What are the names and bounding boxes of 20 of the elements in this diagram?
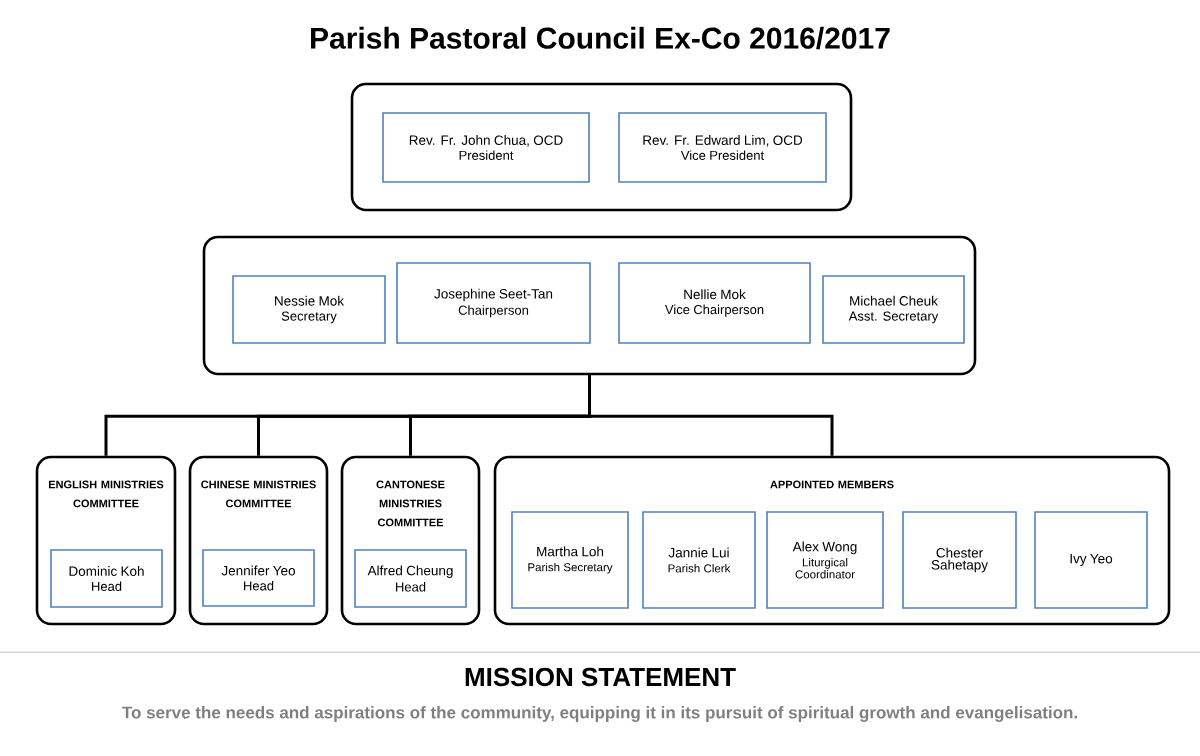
heading: MISSION STATEMENT [465,667,736,687]
group-box [350,82,853,212]
person-box: Josephine Seet-Tan Chairperson [396,262,591,344]
person-box: Alfred Cheung Head [354,549,467,608]
person-box: Alex Wong Liturgical Coordinator [766,511,884,609]
person-box: Nellie Mok Vice Chairperson [618,262,811,344]
person-box: Dominic Koh Head [50,549,163,608]
person-box: Ivy Yeo [1034,511,1148,609]
title: Parish Pastoral Council Ex-Co 2016/2017 [311,26,890,50]
group-box [202,235,977,376]
mission-statement: To serve the needs and aspirations of the community, equipping it in its pursuit of spiritual growth and evangelisation. [122,706,1077,722]
person-box: Rev. Fr. John Chua, OCD President [382,112,590,183]
person-box: Jennifer Yeo Head [202,549,315,607]
person-box: Martha Loh Parish Secretary [511,511,629,609]
person-box: Chester Sahetapy [902,511,1017,609]
connector-line [588,375,834,456]
person-box: Michael Cheuk Asst. Secretary [822,275,965,344]
person-box: Rev. Fr. Edward Lim, OCD Vice President [618,112,827,183]
person-box: Nessie Mok Secretary [232,275,386,344]
person-box: Jannie Lui Parish Clerk [642,511,756,609]
